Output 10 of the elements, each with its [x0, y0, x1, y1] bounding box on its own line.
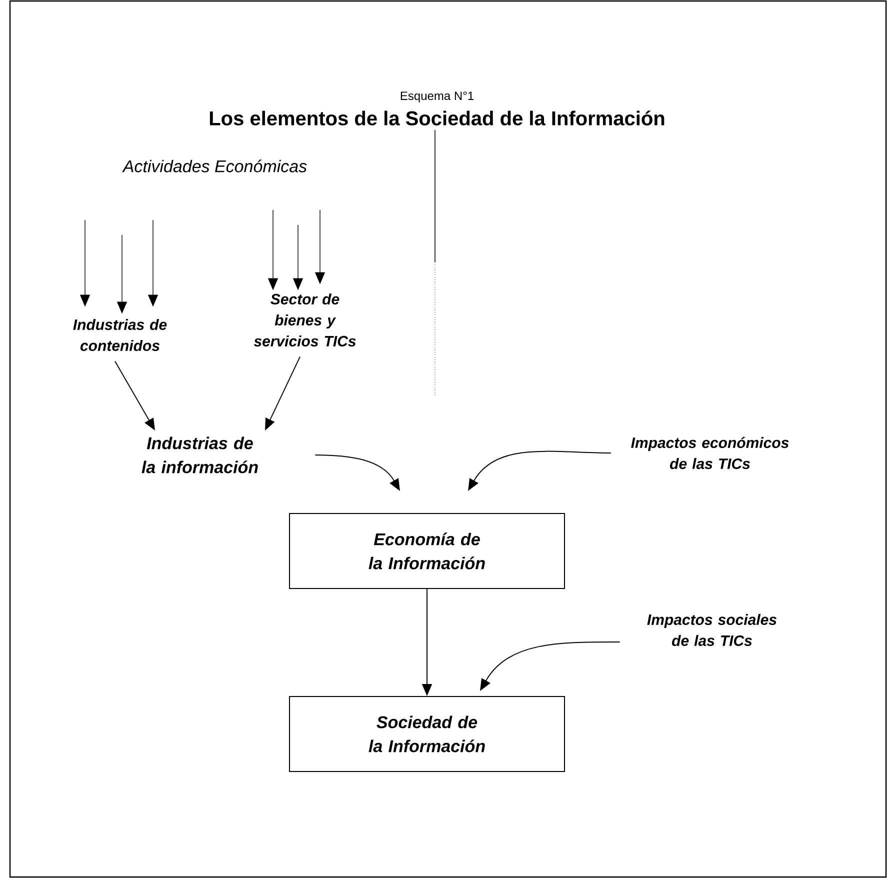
label: Actividades Económicas — [122, 160, 307, 172]
process-box: Sociedad de la Información — [289, 696, 565, 772]
node-label: Industrias de la información — [142, 436, 258, 474]
node-label: Impactos sociales de las TICs — [647, 614, 776, 646]
node-label: Industrias de contenidos — [73, 319, 167, 352]
label: Esquema N°1 — [400, 92, 474, 102]
node-label: Impactos económicos de las TICs — [631, 436, 789, 470]
title: Los elementos de la Sociedad de la Información — [210, 110, 664, 126]
process-box: Economía de la Información — [289, 513, 565, 589]
node-label: Sector de bienes y servicios TICs — [254, 294, 356, 346]
